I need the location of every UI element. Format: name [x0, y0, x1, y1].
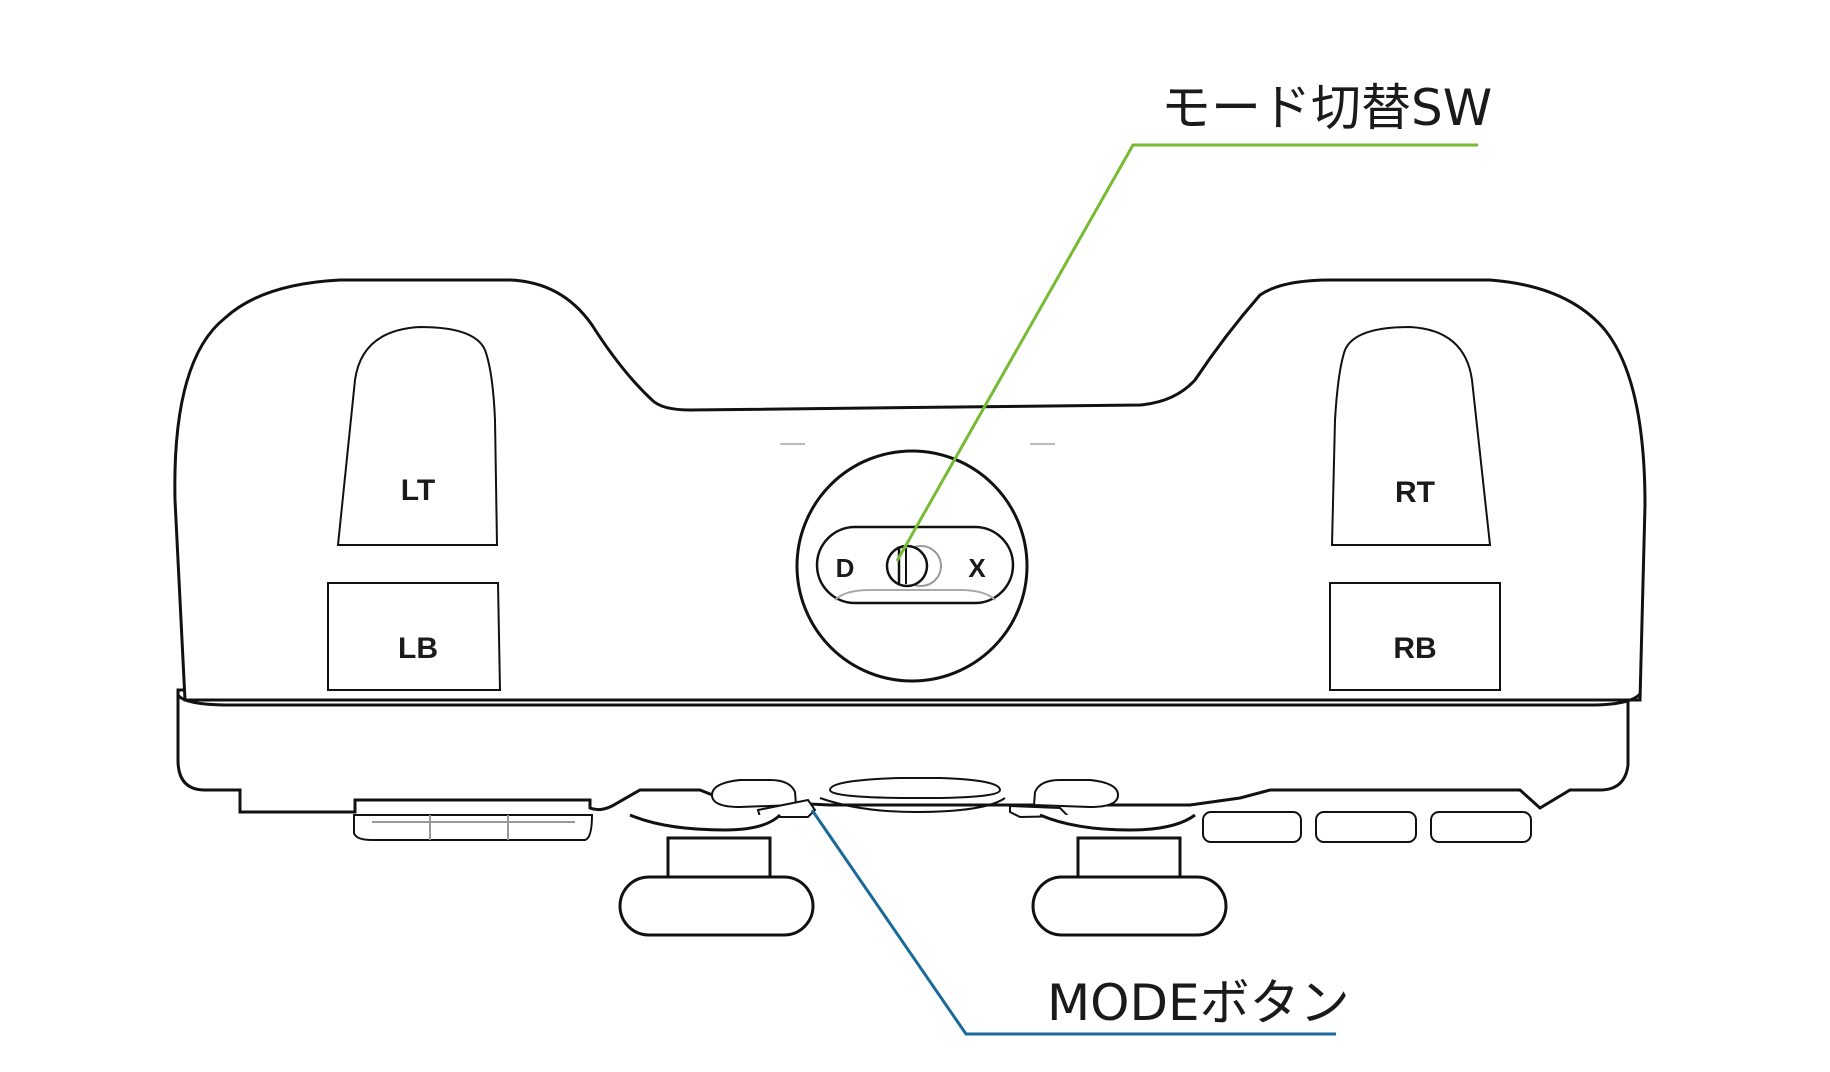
right-back-pad-2 [1315, 811, 1417, 843]
left-back-pads [353, 814, 594, 841]
right-back-pad-1 [1202, 811, 1302, 843]
right-back-pad-3 [1430, 811, 1532, 843]
rb-label: RB [1393, 632, 1436, 665]
mode-switch-x-label: X [968, 553, 986, 583]
mode-switch-track-shadow [834, 589, 996, 601]
center-grip-cap [828, 777, 1002, 799]
mode-button-callout: MODEボタン [1047, 974, 1350, 1032]
mode-switch-callout: モード切替SW [1161, 79, 1492, 137]
rt-label: RT [1395, 476, 1435, 509]
mode-switch-slider[interactable] [885, 544, 942, 588]
left-analog-stick[interactable] [618, 813, 815, 937]
mode-switch-leader [895, 143, 1478, 562]
rb-bumper[interactable] [1329, 582, 1501, 691]
lt-trigger[interactable] [336, 325, 499, 546]
lb-label: LB [398, 632, 438, 665]
controller-lower-body [176, 688, 1630, 814]
mode-button-left[interactable] [710, 779, 798, 809]
mode-button-leader [810, 809, 1336, 1036]
mode-button-right[interactable] [1032, 779, 1120, 809]
lt-label: LT [401, 474, 435, 507]
mode-switch-d-label: D [836, 553, 855, 583]
right-analog-stick[interactable] [1031, 813, 1228, 937]
rt-trigger[interactable] [1330, 325, 1492, 546]
body-seam [176, 692, 1642, 707]
center-grip-line [819, 797, 1006, 814]
lb-bumper[interactable] [327, 582, 502, 691]
